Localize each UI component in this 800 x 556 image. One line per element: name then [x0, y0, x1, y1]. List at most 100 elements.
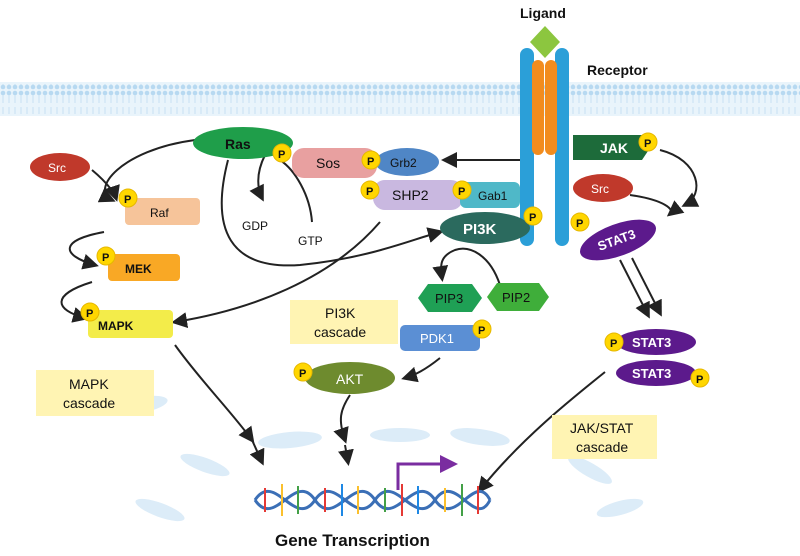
arrow-pip2-pip3 — [432, 247, 501, 286]
phospho-badge-pdk1: P — [472, 319, 492, 339]
pi3k-cascade-line1: PI3K — [325, 305, 356, 321]
arrow-pdk1-akt — [401, 357, 441, 383]
receptor-label: Receptor — [587, 62, 648, 78]
mapk-cascade-box — [36, 370, 154, 416]
pip2-molecule — [487, 283, 549, 311]
stat3-dimer-top — [616, 329, 696, 355]
arrow-mapk-nucleus-2 — [249, 439, 265, 466]
gab1-label: Gab1 — [478, 189, 508, 203]
pdk1-protein — [400, 325, 480, 351]
arrow-mek-mapk — [60, 281, 93, 323]
phospho-badge-sos: P — [361, 150, 381, 170]
pip2-label: PIP2 — [502, 290, 530, 305]
jakstat-cascade-box — [552, 415, 657, 459]
src-protein-right — [573, 174, 633, 202]
dna-helix — [253, 484, 492, 516]
ligand-label: Ligand — [520, 5, 566, 21]
shp2-label: SHP2 — [392, 187, 429, 203]
jakstat-cascade-line2: cascade — [576, 439, 628, 455]
mek-protein — [108, 254, 180, 281]
pdk1-label: PDK1 — [420, 331, 454, 346]
arrow-jak-stat3 — [659, 149, 700, 207]
stat3-dimer-bottom-label: STAT3 — [632, 366, 671, 381]
arrow-ras-raf — [97, 139, 196, 203]
mapk-cascade-line1: MAPK — [69, 376, 109, 392]
phospho-badge-mapk: P — [80, 302, 100, 322]
svg-text:P: P — [478, 325, 485, 337]
gab1-protein — [460, 182, 520, 208]
mek-label: MEK — [125, 262, 152, 276]
phospho-badge-raf: P — [118, 188, 138, 208]
pi3k-protein — [440, 212, 530, 244]
grb2-protein — [375, 148, 439, 176]
shp2-protein — [373, 180, 463, 210]
svg-text:P: P — [576, 218, 583, 230]
pi3k-cascade-box — [290, 300, 398, 344]
phospho-badge-mek: P — [96, 246, 116, 266]
phospho-badge-pi3k: P — [523, 206, 543, 226]
stat3-dimer-bottom — [616, 360, 696, 386]
arrow-akt-nucleus-2 — [338, 444, 354, 466]
jak-label: JAK — [600, 140, 628, 156]
svg-text:P: P — [124, 194, 131, 206]
svg-text:P: P — [299, 368, 306, 380]
receptor — [520, 48, 569, 246]
phospho-badge-akt: P — [293, 362, 313, 382]
arrow-stat3-dimer-b — [631, 257, 662, 317]
ras-protein — [193, 127, 293, 159]
arrow-stat3-nucleus — [477, 371, 606, 494]
raf-label: Raf — [150, 206, 169, 220]
phospho-badge-ras: P — [272, 143, 292, 163]
svg-text:P: P — [86, 308, 93, 320]
phospho-badge-shp2-right: P — [452, 180, 472, 200]
arrow-ras-pi3k — [220, 159, 444, 267]
akt-label: AKT — [336, 371, 364, 387]
jakstat-cascade-line1: JAK/STAT — [570, 420, 634, 436]
pip3-molecule — [418, 284, 482, 312]
src-right-label: Src — [591, 182, 609, 196]
mapk-cascade-line2: cascade — [63, 395, 115, 411]
gdp-label: GDP — [242, 219, 268, 233]
stat3-protein — [580, 219, 656, 261]
sos-label: Sos — [316, 155, 340, 171]
raf-protein — [125, 198, 200, 225]
mapk-label: MAPK — [98, 319, 134, 333]
arrow-shp2-mapk — [171, 221, 381, 329]
svg-text:P: P — [367, 156, 374, 168]
phosphate-badges: P P P P P P P P P P P P P P — [80, 132, 710, 388]
arrow-akt-nucleus — [333, 394, 351, 444]
src-left-label: Src — [48, 161, 66, 175]
mapk-protein — [88, 310, 173, 338]
phospho-badge-shp2-left: P — [360, 180, 380, 200]
pi3k-cascade-line2: cascade — [314, 324, 366, 340]
svg-text:P: P — [610, 338, 617, 350]
gtp-label: GTP — [298, 234, 323, 248]
svg-text:P: P — [278, 149, 285, 161]
phospho-badge-stat3: P — [570, 212, 590, 232]
svg-text:P: P — [366, 186, 373, 198]
transcription-start-arrow — [396, 455, 458, 490]
svg-text:P: P — [644, 138, 651, 150]
svg-text:P: P — [696, 374, 703, 386]
line-gtp-ras — [279, 159, 313, 223]
stat3-dimer-top-label: STAT3 — [632, 335, 671, 350]
membrane-lipids — [0, 84, 800, 114]
grb2-label: Grb2 — [390, 156, 417, 170]
arrow-src-raf — [91, 169, 120, 202]
pi3k-label: PI3K — [463, 221, 497, 238]
arrow-stat3-dimer-a — [619, 259, 650, 319]
arrow-mapk-nucleus — [174, 344, 255, 444]
akt-protein — [305, 362, 395, 394]
pip3-label: PIP3 — [435, 291, 463, 306]
src-protein-left — [30, 153, 90, 181]
jak-protein — [573, 135, 650, 160]
arrow-src-stat3 — [629, 194, 685, 217]
phospho-badge-stat3-dimer-top: P — [604, 332, 624, 352]
ligand-shape — [530, 26, 560, 58]
gene-transcription-label: Gene Transcription — [275, 531, 430, 550]
ras-label: Ras — [225, 136, 251, 152]
sos-protein — [292, 148, 377, 178]
arrow-ras-gdp — [249, 154, 266, 202]
svg-text:P: P — [102, 252, 109, 264]
